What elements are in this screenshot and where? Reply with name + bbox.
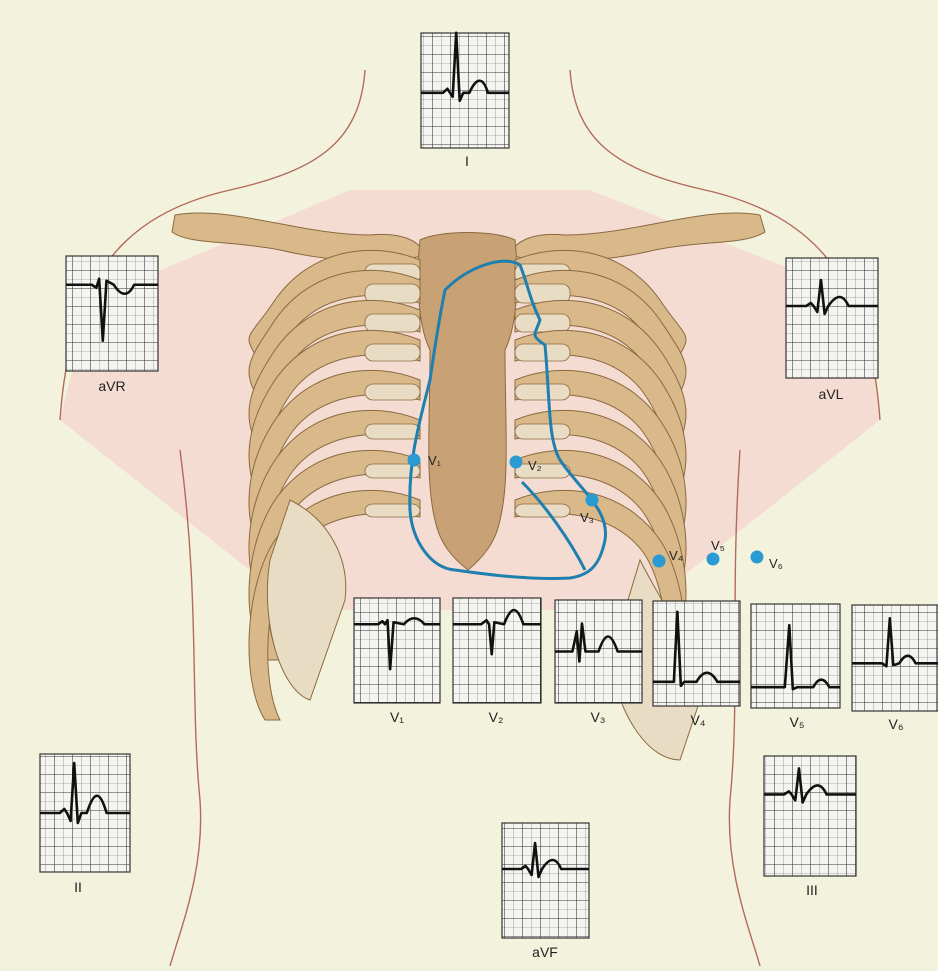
- electrode-V5: [707, 553, 720, 566]
- lead-label-V5: V₅: [767, 714, 827, 730]
- ecg-grid: [764, 756, 856, 876]
- ecg-grid: [852, 605, 938, 711]
- lead-label-aVF: aVF: [515, 944, 575, 960]
- ecg-grid: [354, 598, 440, 703]
- left-cartilage: [365, 344, 420, 361]
- electrode-V1: [408, 454, 421, 467]
- ecg-strip-aVF: [502, 823, 589, 938]
- right-cartilage: [515, 314, 570, 332]
- right-cartilage: [515, 344, 570, 361]
- ecg-strip-V1: [354, 598, 440, 703]
- electrode-V6: [751, 551, 764, 564]
- lead-label-V4: V₄: [668, 712, 728, 728]
- electrode-V2: [510, 456, 523, 469]
- ecg-strip-V4: [653, 601, 740, 706]
- electrode-label-V1: V₁: [428, 453, 441, 468]
- ecg-strip-aVR: [66, 256, 158, 371]
- lead-label-V1: V₁: [367, 709, 427, 725]
- electrode-label-V2: V₂: [528, 458, 542, 473]
- ecg-grid: [653, 601, 740, 706]
- lead-label-II: II: [48, 879, 108, 895]
- electrode-V4: [653, 555, 666, 568]
- left-cartilage: [365, 384, 420, 400]
- lead-label-V6: V₆: [866, 716, 926, 732]
- electrode-label-V6: V₆: [769, 556, 783, 571]
- ecg-strip-V3: [555, 600, 642, 703]
- right-cartilage: [515, 464, 570, 478]
- ecg-grid: [66, 256, 158, 371]
- ecg-grid: [751, 604, 840, 708]
- right-cartilage: [515, 384, 570, 400]
- lead-label-V2: V₂: [466, 709, 526, 725]
- lead-label-III: III: [782, 882, 842, 898]
- left-cartilage: [365, 314, 420, 332]
- ecg-grid: [421, 33, 509, 148]
- electrode-label-V4: V₄: [669, 548, 683, 563]
- ecg-grid: [453, 598, 541, 703]
- lead-label-I: I: [437, 153, 497, 169]
- ecg-strip-aVL: [786, 258, 878, 378]
- electrode-label-V5: V₅: [711, 538, 725, 553]
- ecg-grid: [502, 823, 589, 938]
- ecg-grid: [786, 258, 878, 378]
- left-cartilage: [365, 424, 420, 439]
- ecg-strip-I: [421, 33, 509, 148]
- lead-label-aVR: aVR: [82, 378, 142, 394]
- ecg-strip-III: [764, 756, 856, 876]
- lead-label-aVL: aVL: [801, 386, 861, 402]
- ecg-strip-V2: [453, 598, 541, 703]
- lead-label-V3: V₃: [568, 709, 628, 725]
- ecg-strip-II: [40, 754, 130, 872]
- right-cartilage: [515, 424, 570, 439]
- ecg-strip-V5: [751, 604, 840, 708]
- ecg-strip-V6: [852, 605, 938, 711]
- electrode-label-V3: V₃: [580, 510, 594, 525]
- electrode-V3: [586, 494, 599, 507]
